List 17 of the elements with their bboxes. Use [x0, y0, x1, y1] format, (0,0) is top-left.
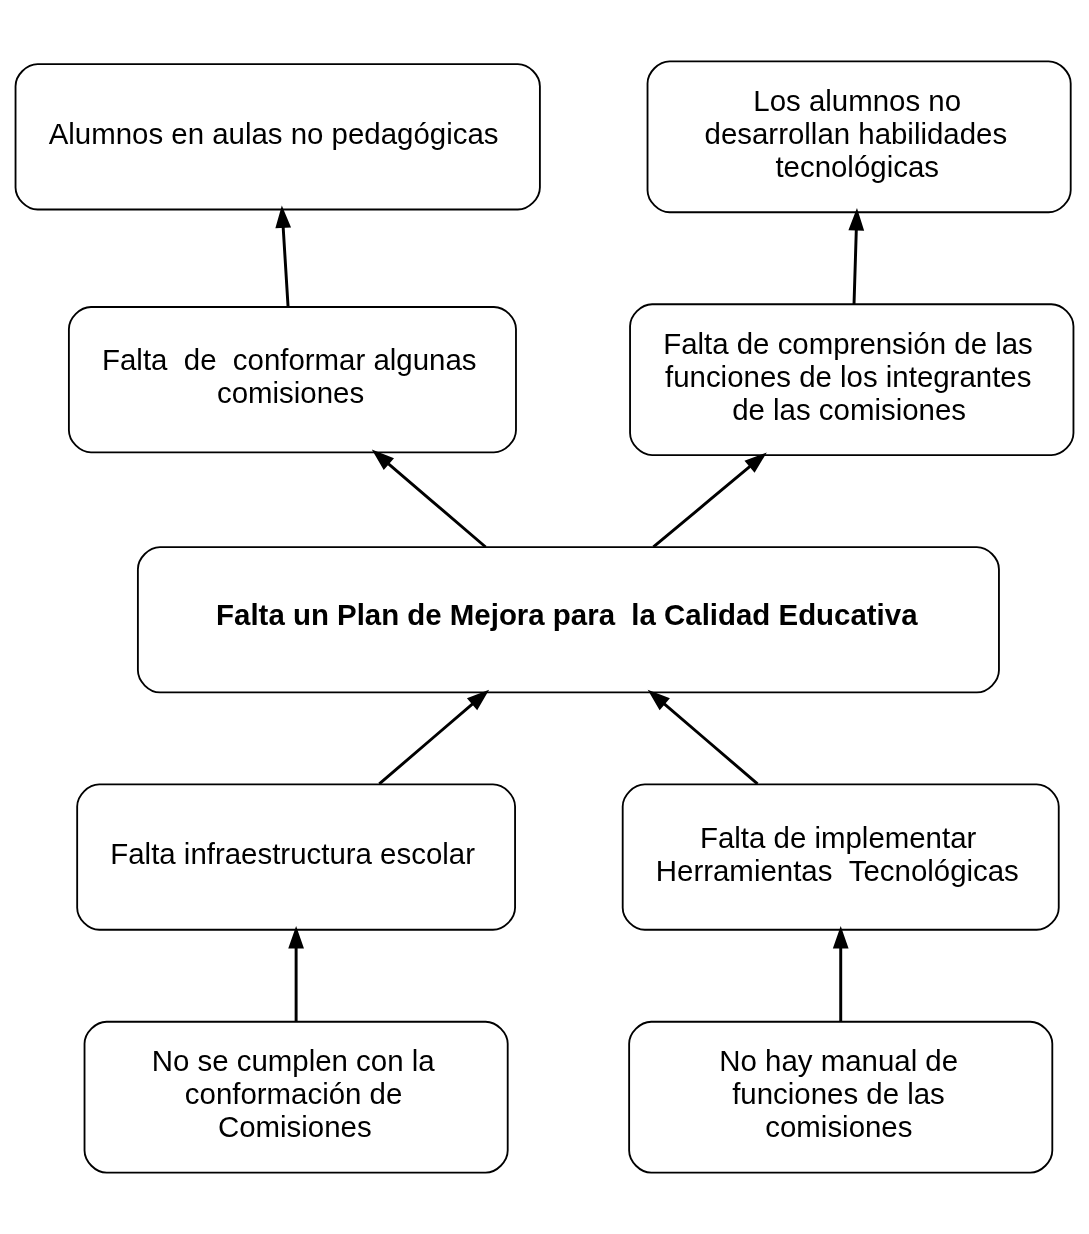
arrow [288, 925, 304, 1022]
node-box: Alumnos en aulas no pedagógicas [14, 63, 541, 211]
node-box: Falta infraestructura escolar [76, 783, 516, 931]
arrow [652, 452, 767, 549]
arrow [371, 449, 487, 549]
arrow [848, 208, 865, 305]
node-box: Falta un Plan de Mejora para la Calidad Educativa [136, 546, 1000, 694]
arrow [647, 689, 759, 785]
node-box: Los alumnos no desarrollan habilidades tecnológicas [646, 60, 1072, 214]
node-box: No hay manual de funciones de las comisiones [628, 1020, 1054, 1174]
arrow [275, 205, 292, 307]
node-box: Falta de conformar algunas comisiones [67, 306, 517, 454]
arrow [832, 925, 849, 1022]
arrow [378, 689, 490, 785]
node-box: No se cumplen con la conformación de Comisiones [83, 1020, 509, 1174]
node-box: Falta de implementar Herramientas Tecnológicas [621, 783, 1060, 931]
node-box: Falta de comprensión de las funciones de los integrantes de las comisiones [629, 303, 1075, 456]
